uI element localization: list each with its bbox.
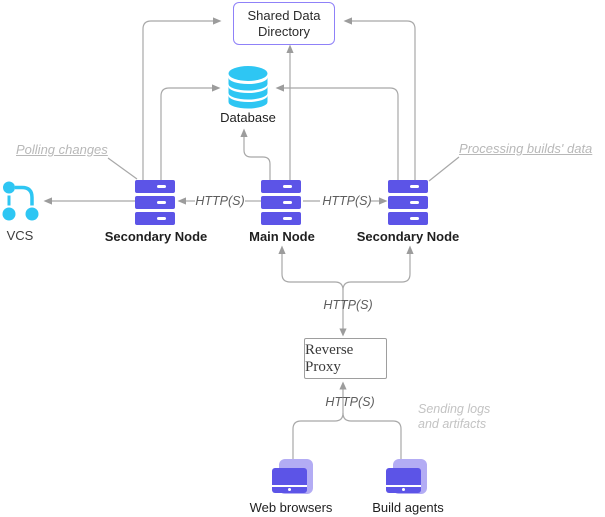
server-led — [410, 216, 419, 221]
fork-top-right-branch — [342, 254, 411, 291]
server-led — [157, 216, 166, 221]
arrowhead-into-right-node — [379, 197, 388, 205]
database-icon — [228, 66, 268, 109]
http-label-left: HTTP(S) — [195, 194, 245, 208]
web-browsers-label: Web browsers — [249, 500, 333, 515]
secondary-node-right-label: Secondary Node — [356, 229, 460, 244]
arrowhead-up-main-node — [278, 245, 286, 254]
build-agents-icon — [386, 459, 427, 495]
server-led — [410, 184, 419, 189]
main-node-label: Main Node — [249, 229, 315, 244]
reverse-proxy-box: Reverse Proxy — [304, 338, 387, 379]
leader-polling-changes — [107, 157, 138, 180]
connector-left-node-to-database — [160, 87, 212, 180]
arrowhead-into-directory-left — [213, 17, 222, 25]
leader-processing-builds — [428, 156, 460, 182]
arrowhead-into-directory-bottom — [286, 44, 294, 53]
annotation-sending-logs-line1: Sending logs — [418, 402, 491, 416]
secondary-node-right-icon — [388, 180, 428, 225]
server-led — [283, 184, 292, 189]
server-led — [283, 200, 292, 205]
http-label-clients-proxy: HTTP(S) — [325, 395, 375, 409]
arrowhead-into-database-left — [212, 84, 221, 92]
vcs-label: VCS — [6, 228, 34, 243]
arrowhead-down-into-proxy — [339, 328, 347, 337]
server-led — [283, 216, 292, 221]
server-bar — [261, 212, 301, 225]
http-label-right: HTTP(S) — [322, 194, 372, 208]
fork-bottom-right-branch — [342, 412, 402, 459]
main-node-icon — [261, 180, 301, 225]
server-bar — [135, 180, 175, 193]
fork-top-left-branch — [281, 254, 344, 329]
arrowhead-into-left-node — [177, 197, 186, 205]
server-bar — [261, 196, 301, 209]
annotation-sending-logs-line2: and artifacts — [418, 417, 487, 431]
server-led — [410, 200, 419, 205]
server-led — [157, 184, 166, 189]
server-bar — [135, 212, 175, 225]
reverse-proxy-label: Reverse Proxy — [305, 341, 354, 375]
arrowhead-into-database-bottom — [240, 128, 248, 137]
secondary-node-left-icon — [135, 180, 175, 225]
http-label-nodes-proxy: HTTP(S) — [323, 298, 373, 312]
connector-left-node-to-directory — [142, 20, 213, 180]
server-led — [157, 200, 166, 205]
arrowhead-up-into-proxy — [339, 381, 347, 390]
server-bar — [388, 212, 428, 225]
server-bar — [388, 196, 428, 209]
annotation-sending-logs: Sending logs and artifacts — [418, 402, 490, 432]
computer-dot — [287, 487, 292, 492]
database-label: Database — [220, 110, 276, 125]
server-bar — [135, 196, 175, 209]
arrowhead-into-database-right — [275, 84, 284, 92]
vcs-icon — [2, 181, 39, 221]
connector-right-node-to-database — [284, 87, 399, 180]
shared-data-directory-label: Shared Data Directory — [247, 7, 321, 39]
annotation-processing-builds-data: Processing builds' data — [459, 141, 593, 156]
secondary-node-left-label: Secondary Node — [104, 229, 208, 244]
computer-slot — [272, 485, 307, 487]
web-browsers-icon — [272, 459, 313, 495]
server-bar — [261, 180, 301, 193]
arrowhead-up-secondary-node — [406, 245, 414, 254]
arrowhead-into-vcs — [43, 197, 52, 205]
annotation-polling-changes: Polling changes — [16, 142, 108, 157]
connector-right-node-to-directory — [352, 20, 416, 180]
build-agents-label: Build agents — [372, 500, 444, 515]
fork-bottom-left-branch — [292, 389, 344, 459]
computer-slot — [386, 485, 421, 487]
computer-dot — [401, 487, 406, 492]
shared-data-directory-box: Shared Data Directory — [233, 2, 335, 45]
arrowhead-into-directory-right — [343, 17, 352, 25]
server-bar — [388, 180, 428, 193]
connector-main-node-to-database — [243, 137, 271, 180]
